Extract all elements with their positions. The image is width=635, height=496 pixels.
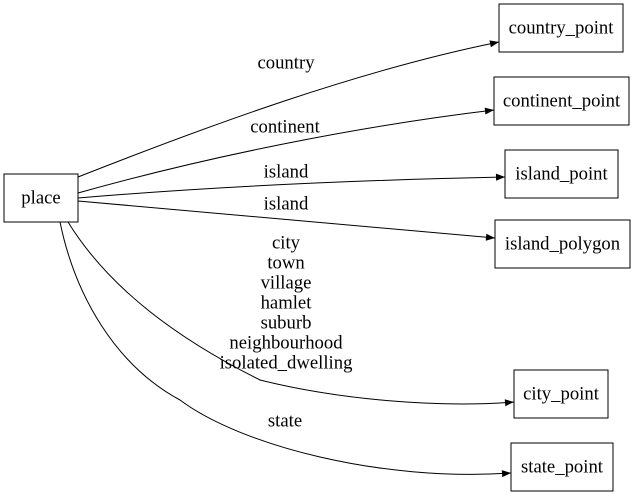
edge-place-island_polygon: island bbox=[77, 194, 496, 241]
node-label: continent_point bbox=[503, 91, 621, 112]
edge-line bbox=[77, 200, 496, 241]
edge-place-island_point: island bbox=[77, 162, 506, 199]
edge-line bbox=[67, 221, 515, 407]
edge-line bbox=[77, 40, 500, 178]
edge-label: town bbox=[267, 253, 305, 274]
node-label: city_point bbox=[523, 384, 600, 405]
edge-line bbox=[77, 107, 495, 194]
edge-label: village bbox=[261, 273, 312, 294]
node-box bbox=[493, 76, 630, 126]
node-state_point: state_point bbox=[510, 442, 614, 492]
edge-label: island bbox=[264, 194, 309, 215]
node-label: island_polygon bbox=[505, 234, 621, 255]
node-box bbox=[3, 173, 79, 223]
edge-label: hamlet bbox=[261, 293, 313, 314]
node-city_point: city_point bbox=[513, 369, 609, 419]
edge-line bbox=[59, 221, 512, 478]
node-box bbox=[494, 219, 631, 269]
node-island_point: island_point bbox=[504, 149, 619, 199]
edge-place-continent_point: continent bbox=[77, 107, 495, 194]
node-box bbox=[510, 442, 614, 492]
node-continent_point: continent_point bbox=[493, 76, 630, 126]
edge-label: isolated_dwelling bbox=[220, 353, 353, 374]
node-box bbox=[504, 149, 619, 199]
edge-label: city bbox=[272, 233, 301, 254]
node-country_point: country_point bbox=[498, 3, 624, 53]
node-island_polygon: island_polygon bbox=[494, 219, 631, 269]
node-place: place bbox=[3, 173, 79, 223]
node-label: country_point bbox=[509, 18, 615, 39]
edge-label: state bbox=[268, 411, 302, 432]
edge-place-country_point: country bbox=[77, 40, 500, 178]
edge-label: country bbox=[257, 53, 315, 74]
node-label: island_point bbox=[515, 164, 608, 185]
edge-line bbox=[77, 173, 506, 199]
edge-place-city_point: citytownvillagehamletsuburbneighbourhood… bbox=[67, 221, 515, 407]
node-box bbox=[498, 3, 624, 53]
edge-place-state_point: state bbox=[59, 221, 512, 478]
edge-label: island bbox=[264, 162, 309, 183]
node-box bbox=[513, 369, 609, 419]
edge-label: neighbourhood bbox=[229, 333, 343, 354]
node-label: state_point bbox=[521, 457, 604, 478]
edge-label: continent bbox=[250, 117, 320, 138]
node-label: place bbox=[21, 188, 60, 209]
edge-label: suburb bbox=[261, 313, 312, 334]
